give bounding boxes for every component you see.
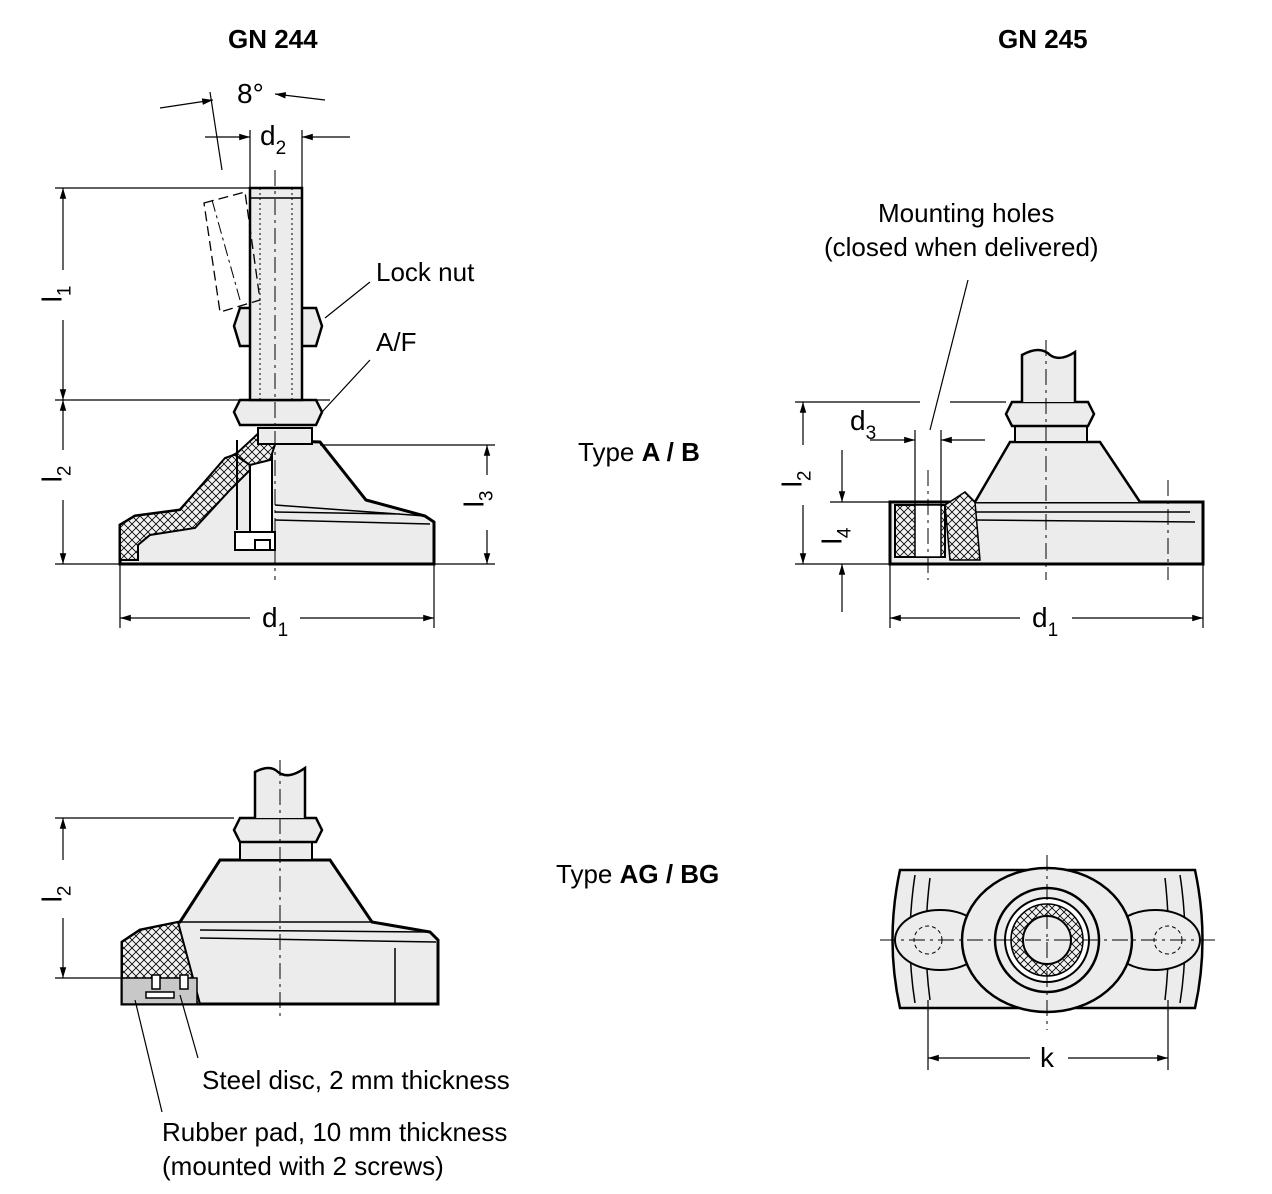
rubber-pad-callout: Rubber pad, 10 mm thickness [162,1117,508,1147]
steel-disc-callout: Steel disc, 2 mm thickness [202,1065,510,1095]
af-callout: A/F [376,327,417,357]
gn245-top-view-dimensions [927,1000,1169,1070]
rubber-pad-note: (mounted with 2 screws) [162,1151,444,1181]
angle-dimension: 8° [237,78,264,109]
gn245-l2-dimension: l2 [776,470,816,488]
gn245-type-ab-drawing [888,340,1205,580]
gn245-d1-dimension: d1 [1032,602,1059,641]
l1-dimension: l1 [36,285,76,303]
type-ab-label: Type A / B [578,437,700,467]
mounting-holes-callout: Mounting holes [878,198,1055,228]
title-gn245: GN 245 [998,24,1088,54]
type-agbg-label: Type AG / BG [556,859,720,889]
gn244-threaded-stud [248,186,304,402]
gn244-lower-nut [232,398,324,427]
agbg-l2-dimension: l2 [36,885,76,903]
gn244-type-agbg-drawing [120,760,440,1020]
d3-dimension: d3 [850,405,877,444]
lock-nut-callout: Lock nut [376,257,475,287]
gn244-agbg-dimensions [55,817,234,1113]
gn244-section-hatch [119,448,252,561]
gn244-base-disc [118,438,436,566]
gn245-top-view-drawing [880,855,1215,1030]
gn244-type-ab-drawing [118,170,436,580]
gn244-dimensions [55,91,495,628]
gn245-dimensions [795,279,1204,628]
gn245-nut [1004,400,1096,428]
mounting-holes-note: (closed when delivered) [824,232,1099,262]
title-gn244: GN 244 [228,24,318,54]
d2-dimension: d2 [260,120,287,159]
l3-dimension: l3 [458,490,498,508]
l4-dimension: l4 [816,527,856,545]
l2-dimension: l2 [36,465,76,483]
k-dimension: k [1040,1042,1054,1073]
d1-dimension: d1 [262,602,289,641]
